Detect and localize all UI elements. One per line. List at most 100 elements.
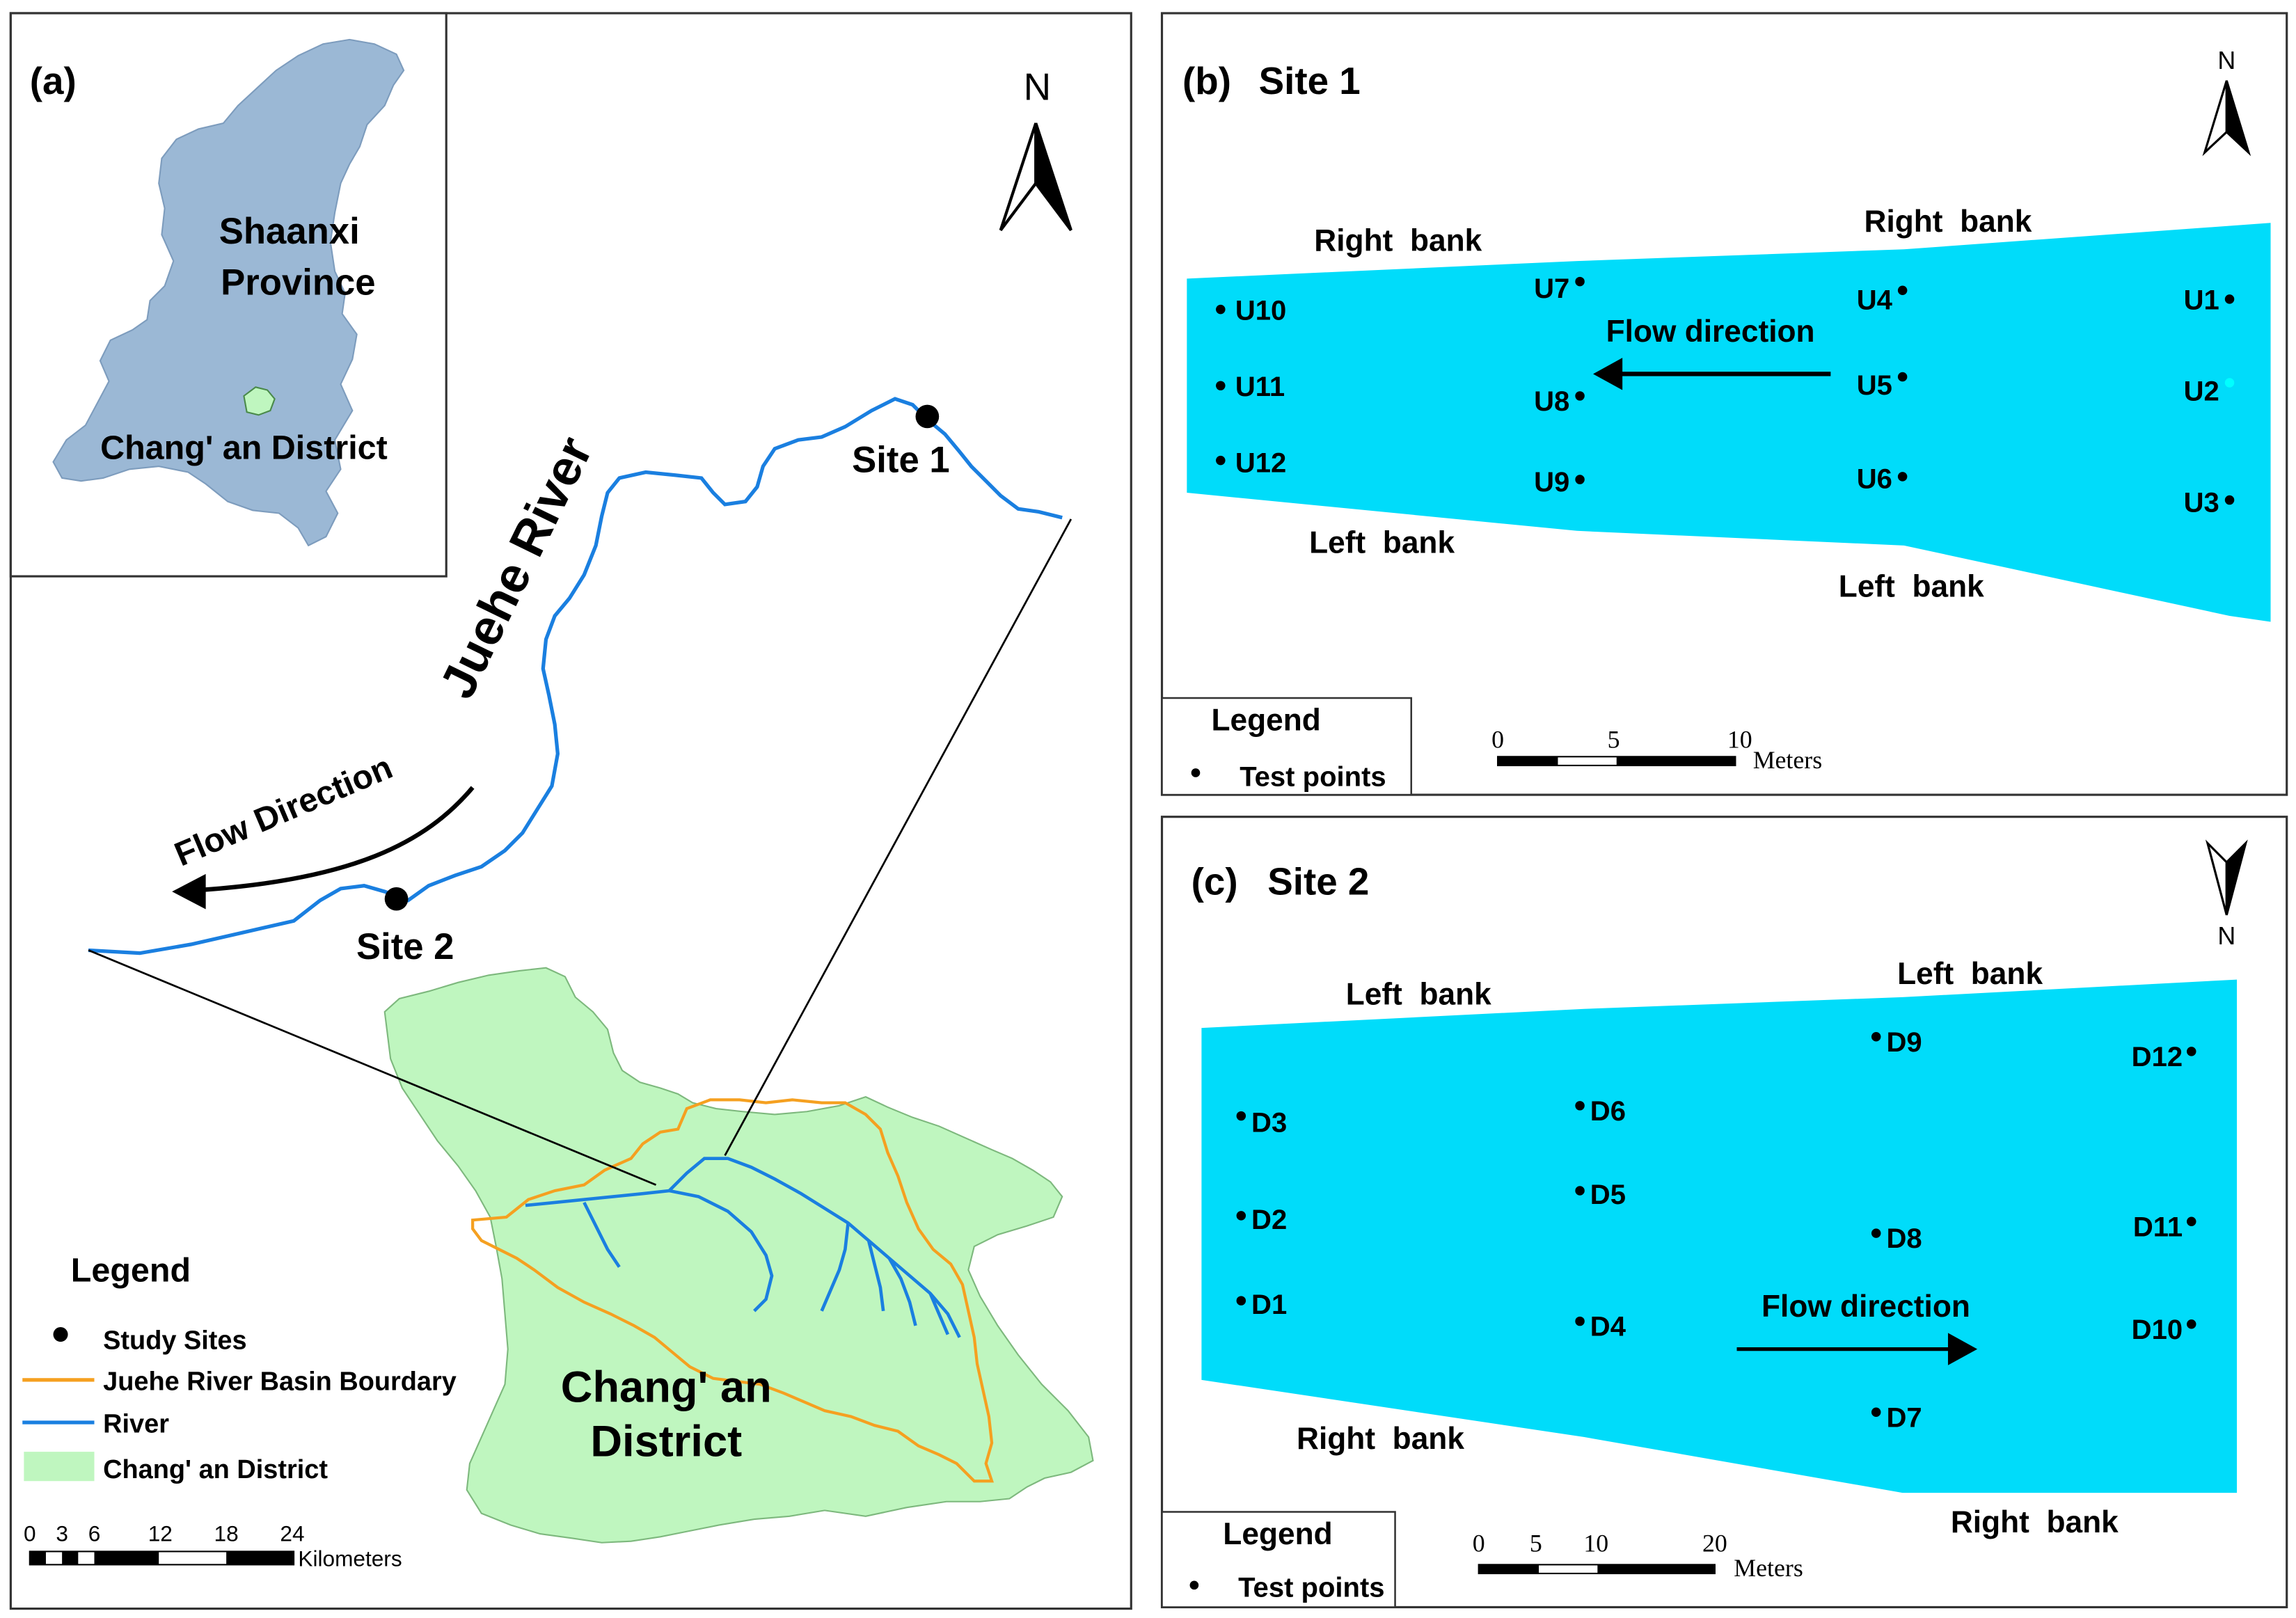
connector-right-line xyxy=(724,518,1072,1157)
test-point-label: U10 xyxy=(1235,295,1286,326)
scale-bar-a: 0 3 6 12 18 24 Kilometers xyxy=(24,1521,402,1571)
scale-a-tick-2: 6 xyxy=(88,1521,101,1546)
scale-bar-c: 0 5 10 20 Meters xyxy=(1473,1529,1803,1582)
test-point-label: U8 xyxy=(1534,386,1569,417)
inset-province-label-2: Province xyxy=(221,262,375,303)
inset-province-label-1: Shaanxi xyxy=(219,211,360,252)
scale-c-tick-0: 0 xyxy=(1473,1529,1485,1557)
test-point-marker xyxy=(1236,1111,1246,1121)
test-point-marker xyxy=(1897,372,1908,382)
flow-arrow-c-head xyxy=(1947,1333,1978,1365)
scale-c-tick-3: 20 xyxy=(1702,1529,1727,1557)
bank-label-c-2: Left bank xyxy=(1897,957,2043,991)
test-point-marker xyxy=(1575,276,1585,287)
legend-c-item: Test points xyxy=(1238,1573,1384,1603)
scale-b-tick-0: 0 xyxy=(1491,726,1504,754)
test-point-label: U4 xyxy=(1857,285,1893,316)
test-point-marker xyxy=(1897,472,1908,482)
district-label-line1: Chang' an xyxy=(561,1363,772,1411)
test-point-label: D1 xyxy=(1251,1290,1287,1320)
test-point-marker xyxy=(1216,381,1226,390)
legend-a-item-district: Chang' an District xyxy=(103,1455,328,1484)
test-points-site2: D1 D2 D3 D4 D5 D6 D7 D8 D9 D10 D11 D12 xyxy=(1236,1027,2196,1433)
site-2-marker xyxy=(384,887,409,911)
test-point-marker xyxy=(1236,1296,1246,1306)
panel-b: (b) Site 1 N Right bank Right bank Left … xyxy=(1160,12,2288,796)
panel-b-title: Site 1 xyxy=(1259,59,1361,102)
legend-a-item-study-sites: Study Sites xyxy=(103,1326,246,1356)
test-point-label: D10 xyxy=(2132,1315,2183,1345)
site-1-label: Site 1 xyxy=(852,440,950,481)
test-point-marker xyxy=(2187,1216,2196,1227)
test-point-label: D12 xyxy=(2132,1042,2183,1072)
legend-b-title: Legend xyxy=(1211,703,1320,737)
changan-district-shape xyxy=(383,967,1094,1544)
panel-a-label: (a) xyxy=(30,59,77,102)
test-point-marker xyxy=(1236,1211,1246,1221)
test-point-marker xyxy=(1871,1032,1881,1042)
channel-site1 xyxy=(1187,223,2271,622)
legend-district-symbol xyxy=(24,1452,95,1482)
test-point-label: D8 xyxy=(1886,1223,1922,1254)
scale-a-tick-3: 12 xyxy=(148,1521,173,1546)
legend-a-item-basin: Juehe River Basin Bourdary xyxy=(103,1367,457,1397)
test-point-marker xyxy=(1575,1101,1585,1111)
inset-district-shape xyxy=(243,386,276,416)
legend-c-point-symbol xyxy=(1189,1580,1199,1590)
scale-c-unit: Meters xyxy=(1734,1554,1803,1582)
test-point-marker xyxy=(2224,294,2235,304)
scale-a-unit: Kilometers xyxy=(298,1546,402,1571)
panel-c: (c) Site 2 N Left bank Left bank Right b… xyxy=(1160,816,2288,1609)
bank-label-b-3: Left bank xyxy=(1309,525,1455,560)
test-point-label: U6 xyxy=(1857,464,1892,495)
panel-b-label: (b) xyxy=(1182,59,1231,102)
test-point-marker xyxy=(2187,1319,2196,1329)
scale-b-tick-1: 5 xyxy=(1608,726,1620,754)
flow-label-c: Flow direction xyxy=(1761,1290,1970,1324)
test-point-label: D9 xyxy=(1886,1027,1922,1058)
legend-a: Legend Study Sites Juehe River Basin Bou… xyxy=(22,1252,457,1484)
test-point-label: D4 xyxy=(1590,1312,1626,1342)
legend-a-item-river: River xyxy=(103,1410,169,1439)
test-point-label: D3 xyxy=(1251,1108,1287,1139)
scale-a-tick-5: 24 xyxy=(280,1521,304,1546)
test-point-label: D11 xyxy=(2133,1212,2183,1242)
test-point-marker xyxy=(2224,495,2235,505)
north-arrow-b: N xyxy=(2202,47,2251,157)
test-point-marker xyxy=(1575,1186,1585,1196)
test-point-label: U11 xyxy=(1235,372,1285,402)
bank-label-c-3: Right bank xyxy=(1297,1422,1464,1456)
inset-district-label: Chang' an District xyxy=(100,429,388,467)
test-point-label: D5 xyxy=(1590,1180,1626,1210)
connector-left-line xyxy=(88,949,657,1186)
test-point-marker xyxy=(2224,378,2235,388)
shaanxi-province-shape xyxy=(52,38,405,547)
scale-c-tick-1: 5 xyxy=(1530,1529,1542,1557)
legend-b: Legend Test points xyxy=(1161,697,1413,796)
test-point-label: U7 xyxy=(1534,273,1569,304)
bank-label-c-1: Left bank xyxy=(1346,977,1491,1011)
test-point-label: D7 xyxy=(1886,1402,1922,1433)
basin-boundary-line xyxy=(471,1098,995,1483)
test-point-marker xyxy=(1897,285,1908,295)
site-2-label: Site 2 xyxy=(356,926,454,967)
test-point-label: U9 xyxy=(1534,467,1569,498)
north-label-c: N xyxy=(2217,922,2235,950)
flow-arrow-b-head xyxy=(1593,358,1623,390)
channel-site2 xyxy=(1201,979,2238,1493)
tributaries xyxy=(525,1157,961,1338)
legend-b-point-symbol xyxy=(1191,768,1201,777)
legend-a-title: Legend xyxy=(71,1252,191,1290)
scale-a-tick-4: 18 xyxy=(214,1521,239,1546)
test-point-label: U5 xyxy=(1857,370,1892,401)
test-points-site1: U1 U2 U3 U4 U5 U6 U7 U8 U9 U10 U11 U12 xyxy=(1216,273,2235,518)
test-point-marker xyxy=(1575,475,1585,484)
scale-a-tick-0: 0 xyxy=(24,1521,36,1546)
legend-c: Legend Test points xyxy=(1161,1511,1396,1608)
district-label-line2: District xyxy=(590,1417,742,1466)
test-point-label: D6 xyxy=(1590,1096,1626,1127)
bank-label-b-2: Right bank xyxy=(1864,205,2032,239)
bank-label-c-4: Right bank xyxy=(1951,1505,2119,1539)
